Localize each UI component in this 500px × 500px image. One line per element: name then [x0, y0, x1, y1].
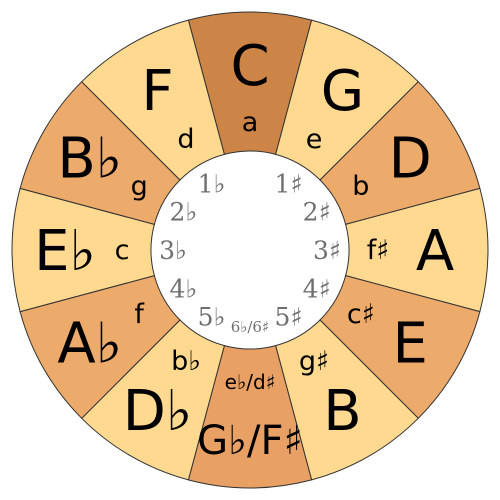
major-key-label: A♭	[57, 312, 122, 377]
major-key-label: D♭	[123, 379, 193, 444]
major-key-label: B♭	[57, 127, 122, 192]
minor-key-label: c♯	[347, 299, 375, 330]
segment-f	[81, 19, 225, 181]
minor-key-label: b	[352, 171, 369, 202]
key-signature-label: 2♭	[169, 198, 197, 227]
key-signature-label: 5♯	[274, 303, 302, 332]
key-signature-label: 3♭	[159, 236, 187, 265]
minor-key-label: f♯	[367, 235, 390, 266]
major-key-label: B	[323, 379, 361, 444]
minor-key-label: a	[242, 107, 259, 138]
minor-key-label: b♭	[171, 346, 201, 377]
segments-layer	[11, 11, 489, 489]
key-signature-label: 5♭	[198, 303, 226, 332]
key-signature-label: 4♯	[303, 275, 331, 304]
minor-key-label: d	[177, 124, 194, 155]
minor-key-label: f	[134, 299, 145, 330]
major-key-label: E	[393, 312, 428, 377]
key-signature-label: 1♭	[198, 169, 226, 198]
minor-key-label: e♭/d♯	[225, 370, 276, 394]
key-signature-label: 1♯	[274, 169, 302, 198]
key-signature-label: 4♭	[169, 275, 197, 304]
major-key-label: D	[389, 127, 432, 192]
major-key-label: C	[230, 34, 269, 99]
major-key-label: G♭/F♯	[197, 418, 303, 464]
minor-key-label: g	[131, 171, 148, 202]
minor-key-label: e	[306, 124, 323, 155]
major-key-label: G	[321, 59, 364, 124]
major-key-label: A	[416, 219, 454, 284]
labels-layer: Ca Ge1♯ Db 2♯ Af♯ 3♯ Ec♯ 4♯ Bg♯ 5♯ G♭/F♯ e♭/d♯ 6♭/6♯…	[34, 34, 454, 464]
major-key-label: E♭	[34, 219, 96, 284]
key-signature-label: 2♯	[303, 198, 331, 227]
major-key-label: F	[141, 59, 173, 124]
key-signature-label: 6♭/6♯	[231, 318, 269, 336]
minor-key-label: g♯	[299, 346, 329, 377]
minor-key-label: c	[115, 235, 130, 266]
key-signature-label: 3♯	[313, 236, 341, 265]
